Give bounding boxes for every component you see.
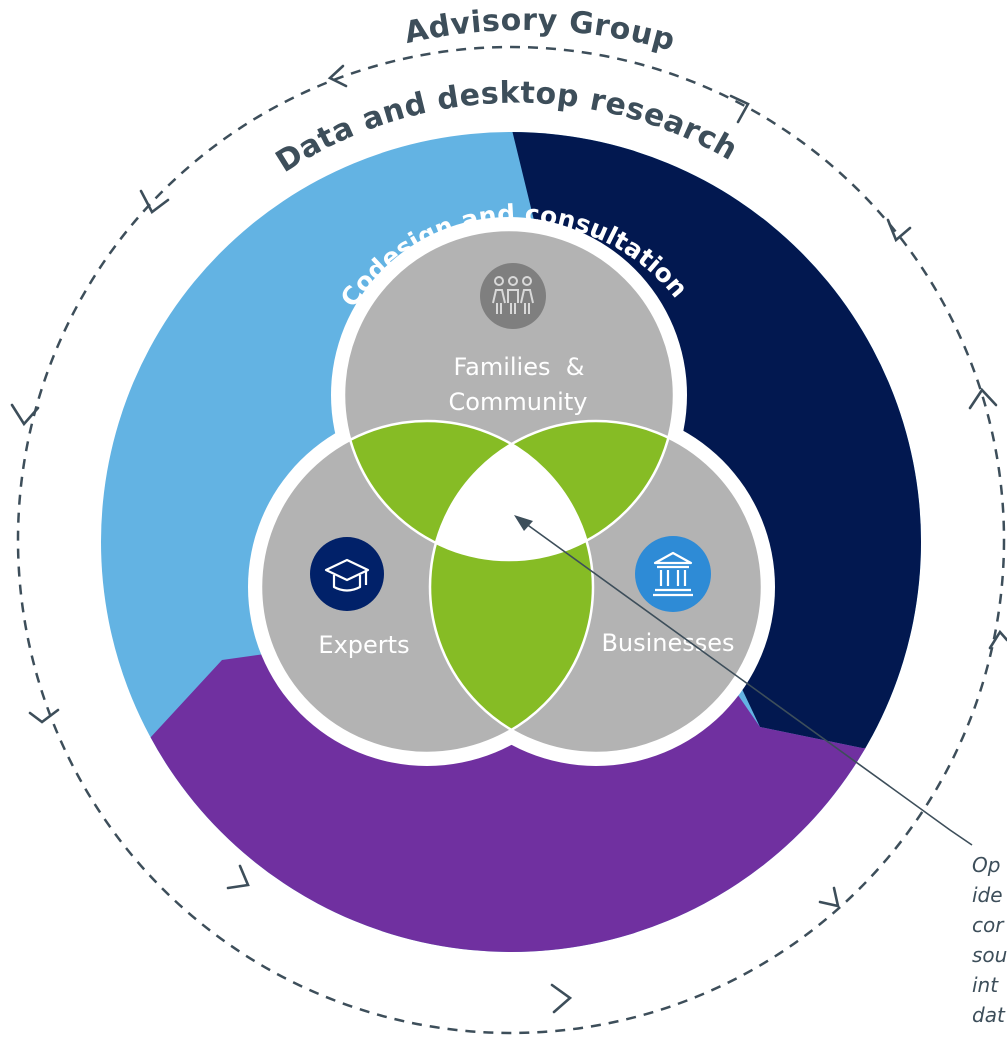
- chevron-icon: [226, 864, 250, 890]
- annotation-line: sou: [972, 943, 1007, 967]
- chevron-icon: [28, 708, 60, 724]
- chevron-icon: [327, 64, 348, 88]
- chevron-icon: [988, 629, 1007, 650]
- annotation-line: int: [972, 973, 999, 997]
- venn-outlines: [259, 228, 764, 755]
- chevron-icon: [968, 387, 998, 410]
- outer-ring-label: Advisory Group: [401, 3, 678, 59]
- chevron-icon: [818, 886, 840, 908]
- annotation-line: Op: [972, 853, 1000, 877]
- chevron-icon: [10, 403, 40, 427]
- venn-overlaps: [344, 421, 674, 753]
- families-label-line2: Community: [449, 388, 588, 416]
- chevron-icon: [729, 94, 750, 124]
- bank-building-icon: [635, 536, 711, 612]
- chevron-icon: [139, 189, 170, 214]
- annotation-line: cor: [972, 913, 1005, 937]
- graduation-cap-icon: [310, 537, 384, 611]
- experts-label: Experts: [318, 631, 409, 659]
- families-label-line1: Families &: [454, 353, 585, 381]
- annotation-line: ide: [972, 883, 1003, 907]
- annotation-pointer: [514, 515, 973, 846]
- people-group-icon: [480, 263, 546, 329]
- chevron-icon: [886, 218, 912, 243]
- ring-chevrons: [10, 64, 1007, 1014]
- annotation-line: dat: [972, 1003, 1006, 1027]
- annotation-text: Op ide cor sou int dat: [972, 853, 1007, 1027]
- businesses-label: Businesses: [601, 629, 734, 657]
- chevron-icon: [550, 983, 573, 1014]
- advisory-ring: [16, 45, 1006, 1035]
- overlap-center: [430, 421, 593, 560]
